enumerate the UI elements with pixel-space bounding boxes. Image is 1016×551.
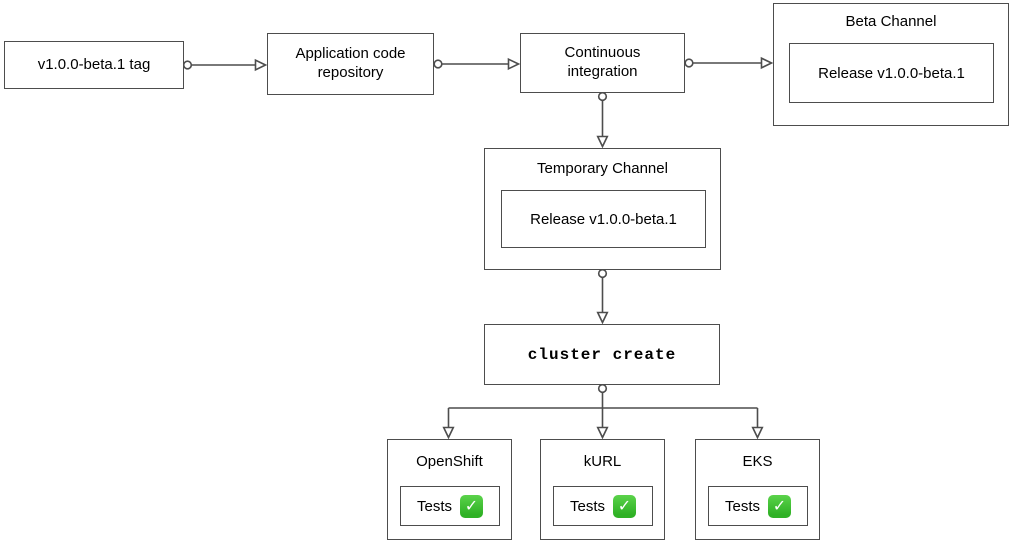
kurl-title: kURL xyxy=(583,453,622,470)
beta-channel-release-box: Release v1.0.0-beta.1 xyxy=(789,43,994,103)
beta-release-label: Release v1.0.0-beta.1 xyxy=(818,64,965,82)
node-temporary-channel: Temporary Channel Release v1.0.0-beta.1 xyxy=(484,148,721,270)
node-version-tag: v1.0.0-beta.1 tag xyxy=(4,41,184,89)
edge-temporary-channel-to-cluster-create xyxy=(596,268,609,325)
openshift-tests-box: Tests ✓ xyxy=(400,486,500,526)
temporary-release-label: Release v1.0.0-beta.1 xyxy=(530,210,677,228)
check-mark-button-icon: ✓ xyxy=(613,494,636,518)
node-openshift: OpenShift Tests ✓ xyxy=(387,439,512,540)
beta-channel-title: Beta Channel xyxy=(845,13,937,30)
eks-title: EKS xyxy=(742,453,773,470)
edge-cluster-create-to-clusters xyxy=(442,383,764,440)
check-mark-button-icon: ✓ xyxy=(768,494,791,518)
openshift-tests-label: Tests xyxy=(416,497,452,515)
node-beta-channel: Beta Channel Release v1.0.0-beta.1 xyxy=(773,3,1009,126)
kurl-tests-label: Tests xyxy=(569,497,605,515)
node-cluster-create: cluster create xyxy=(484,324,720,385)
repository-label: Application code repository xyxy=(295,45,406,81)
edge-ci-to-temporary-channel xyxy=(596,91,609,149)
node-continuous-integration: Continuous integration xyxy=(520,33,685,93)
cluster-create-label: cluster create xyxy=(527,345,677,364)
continuous-integration-label: Continuous integration xyxy=(564,44,641,80)
kurl-tests-box: Tests ✓ xyxy=(553,486,653,526)
edge-tag-to-repo xyxy=(182,58,268,72)
node-eks: EKS Tests ✓ xyxy=(695,439,820,540)
eks-tests-box: Tests ✓ xyxy=(708,486,808,526)
version-tag-label: v1.0.0-beta.1 tag xyxy=(37,55,151,73)
eks-tests-label: Tests xyxy=(724,497,760,515)
temporary-channel-title: Temporary Channel xyxy=(537,160,668,177)
edge-repo-to-ci xyxy=(433,57,521,71)
temporary-channel-release-box: Release v1.0.0-beta.1 xyxy=(501,190,706,248)
node-kurl: kURL Tests ✓ xyxy=(540,439,665,540)
openshift-title: OpenShift xyxy=(416,453,483,470)
edge-ci-to-beta-channel xyxy=(684,56,774,70)
node-application-code-repository: Application code repository xyxy=(267,33,434,95)
check-mark-button-icon: ✓ xyxy=(460,494,483,518)
